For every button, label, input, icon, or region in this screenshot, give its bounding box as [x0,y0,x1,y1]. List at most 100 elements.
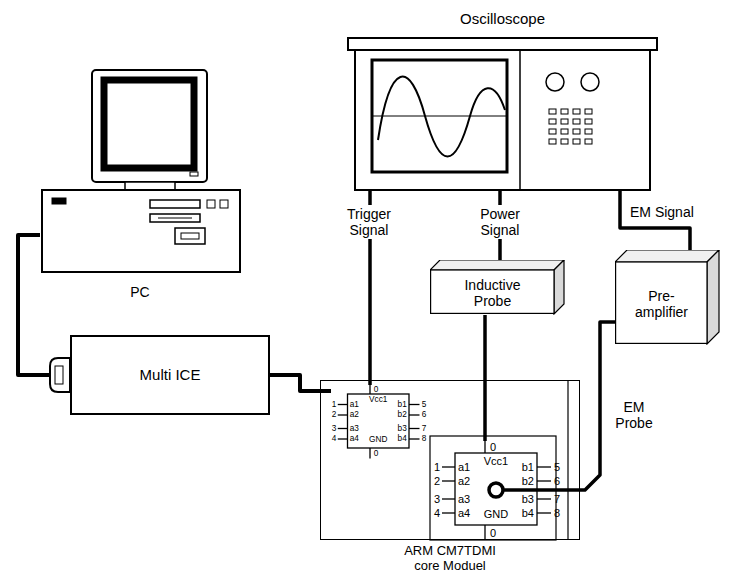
chip-pin [409,438,420,439]
pin-label: a2 [350,411,359,419]
chip-pin [442,480,455,481]
monitor [92,70,207,182]
drive-bay [150,200,200,208]
pin-label: b3 [398,424,407,432]
chip-pin [442,512,455,513]
chip-pin [442,498,455,499]
chip-pin [338,404,348,405]
pin-label: a2 [458,476,470,487]
board-section [430,436,556,540]
box-side-face [554,260,564,314]
device-box: Multi ICE [70,335,270,415]
pin-label: 6 [554,476,560,487]
pin-label: 8 [554,508,560,519]
pin-label: 2 [434,476,440,487]
pin-label: 2 [332,411,337,419]
pin-label: GND [369,436,387,444]
device-label: Pre- amplifier [627,288,697,320]
pin-label: b4 [522,508,534,519]
power-light [52,198,66,204]
waveform [378,77,505,157]
signal-label: EM Signal [628,203,696,221]
box-top-face [615,250,719,262]
chip-pin [409,428,420,429]
pin-label: a4 [458,508,470,519]
knob [581,73,599,91]
pc-drawing [42,70,240,272]
case-button [207,200,215,208]
device-box: PC [40,70,240,300]
pin-label: 7 [554,494,560,505]
pin-label: GND [484,509,508,520]
chip-pin [369,385,370,394]
chip-pin [484,525,485,539]
device-label: PC [40,284,240,300]
signal-label: Power Signal [468,205,532,239]
box-top-face [430,260,564,270]
pin-label: 4 [434,508,440,519]
probe-lead [503,488,561,492]
board-label: ARM CM7TDMI core Moduel [390,543,510,573]
monitor-stand [125,182,175,190]
pin-label: 0 [490,528,496,539]
pin-label: 8 [422,435,427,443]
signal-cable [483,315,487,441]
chip-pin [338,438,348,439]
pin-label: Vcc1 [484,456,508,467]
pin-label: Vcc1 [369,396,387,404]
core-module-board: 0Vcc11a1b152a2b263a3b374a4b48GND00Vcc11a… [320,380,580,540]
chip-pin [442,466,455,467]
pin-label: 1 [434,462,440,473]
signal-label: Trigger Signal [337,205,401,239]
chip-pin [409,404,420,405]
panel-divider [519,50,521,190]
pin-label: 7 [422,424,427,432]
pin-label: b2 [398,411,407,419]
em-probe-loop [489,483,503,497]
pin-label: 0 [374,450,379,458]
chip: 0Vcc11a1b152a2b263a3b374a4b48GND0 [433,441,561,539]
device-label: Oscilloscope [355,10,650,28]
oscilloscope-drawing [348,38,657,190]
pin-label: 5 [422,400,427,408]
pc-case [42,190,240,272]
chip-pin [537,498,551,499]
screen-axis [372,116,507,117]
device-label: Inductive Probe [453,277,533,309]
pin-label: a3 [350,424,359,432]
pin-label: 1 [332,400,337,408]
case-button [220,200,228,208]
pin-label: 4 [332,435,337,443]
pin-label: b2 [522,476,534,487]
drive-slot [158,218,192,219]
monitor-screen [104,80,194,168]
pin-label: 0 [374,385,379,393]
pin-label: 6 [422,411,427,419]
plug-pins [55,366,63,384]
drive-bay [175,228,205,244]
chip-pin [537,466,551,467]
knob [546,73,564,91]
box-side-face [707,250,719,344]
scope-top [348,38,657,50]
signal-cable [18,235,70,375]
device-box: Oscilloscope [355,10,650,190]
chip-pin [537,512,551,513]
chip-pin [409,414,420,415]
pin-label: a4 [350,435,359,443]
drive-bay [150,214,200,222]
pin-label: 5 [554,462,560,473]
chip-pin [369,448,370,459]
pin-label: a1 [458,462,470,473]
scope-body [355,50,650,190]
box-face: Inductive Probe [430,270,555,315]
pin-label: a3 [458,494,470,505]
scope-screen [372,60,507,172]
chip-pin [338,428,348,429]
pin-label: 0 [490,442,496,453]
pin-label: 3 [332,424,337,432]
box-front-face [431,270,554,313]
signal-cable [270,375,331,391]
